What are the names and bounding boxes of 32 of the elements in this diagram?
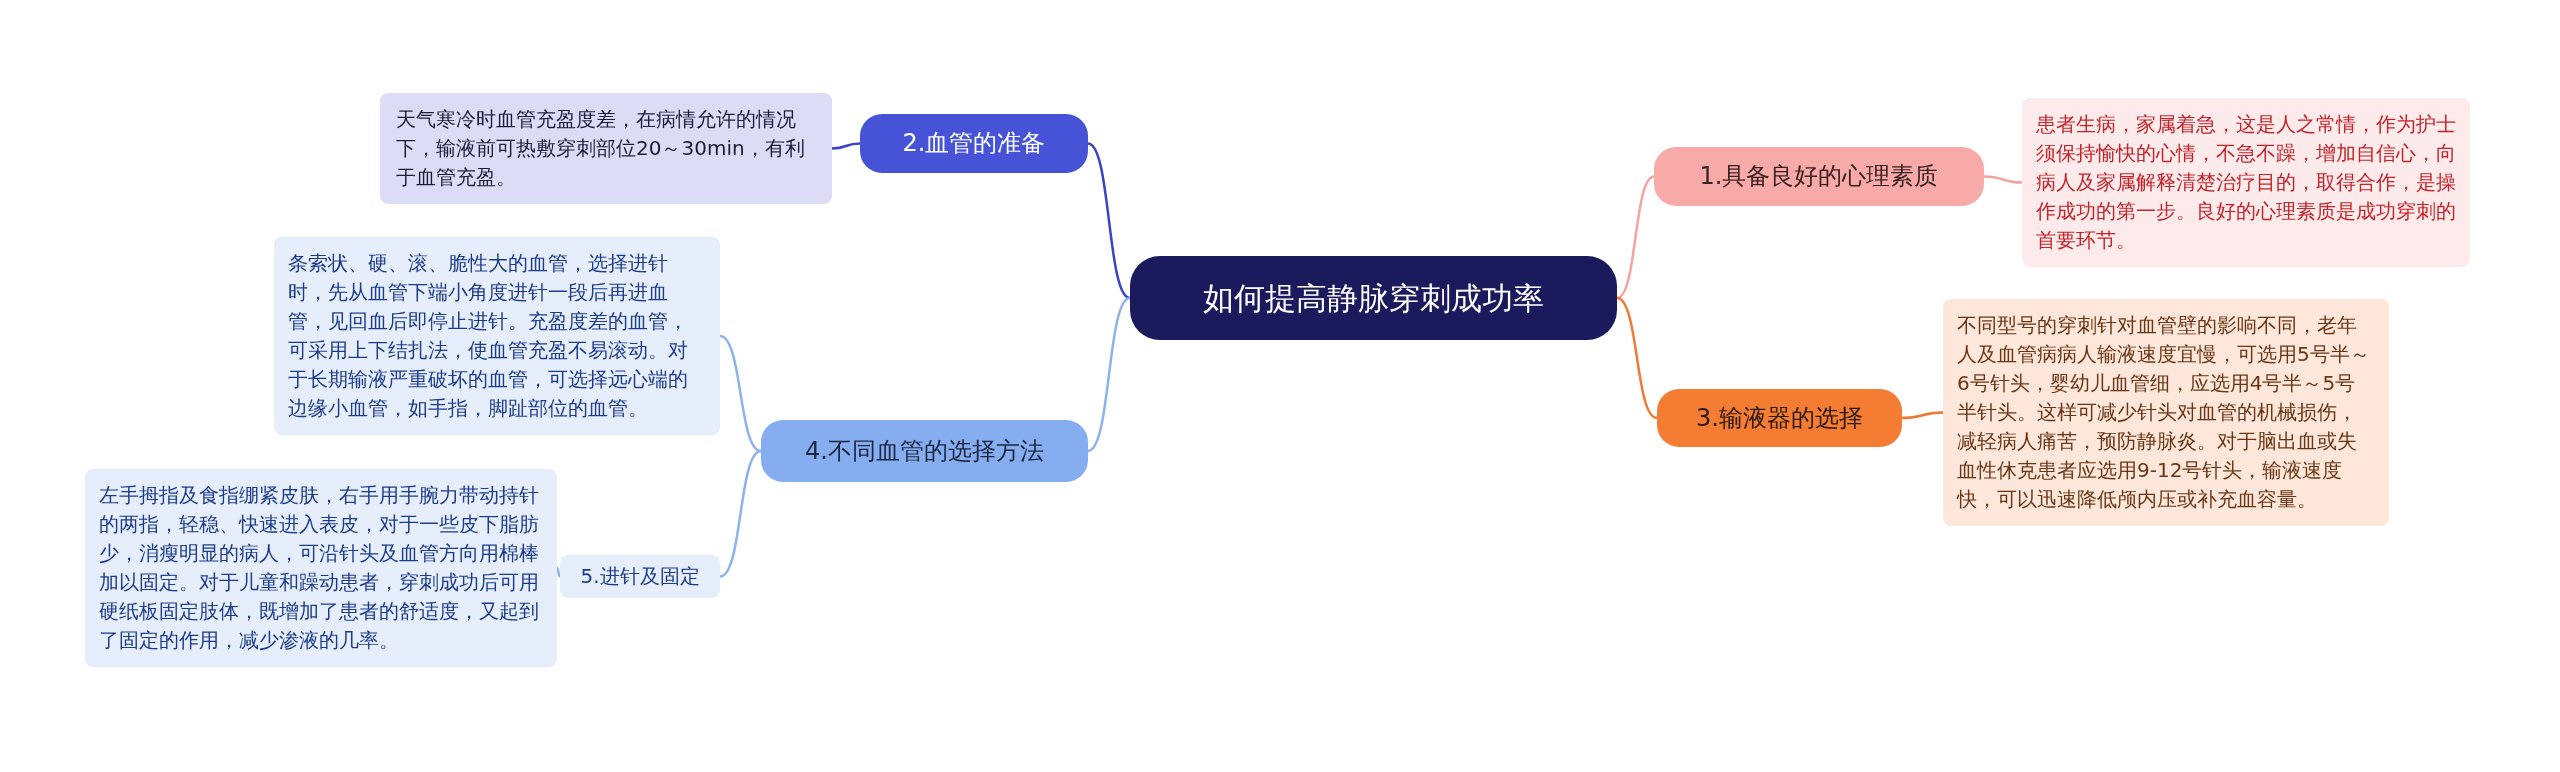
topic-text: 2.血管的准备 <box>902 128 1046 160</box>
note-box <box>2022 98 2470 267</box>
note-text: 患者生病，家属着急，这是人之常情，作为护士须保持愉快的心情，不急不躁，增加自信心，向病人及家属解释清楚治疗目的，取得合作，是操作成功的第一步。良好的心理素质是成功穿刺的首要环节。 <box>2036 111 2456 254</box>
connector-line <box>831 142 861 150</box>
note-box <box>274 237 720 435</box>
connector-line <box>1983 175 2023 184</box>
connector-line <box>719 449 762 578</box>
connector-line <box>1616 175 1655 300</box>
note-box <box>380 93 832 204</box>
topic-text: 5.进针及固定 <box>580 563 700 590</box>
connector-line <box>1616 296 1658 420</box>
note-text: 条索状、硬、滚、脆性大的血管，选择进针时，先从血管下端小角度进针一段后再进血管，见回血后即停止进针。充盈度差的血管，可采用上下结扎法，使血管充盈不易滚动。对于长期输液严重破坏的血管，可选择远心端的边缘小血管，如手指，脚趾部位的血管。 <box>288 250 689 422</box>
central-topic <box>1130 256 1617 340</box>
note-text: 天气寒冷时血管充盈度差，在病情允许的情况下，输液前可热敷穿刺部位20～30min，有利于血管充盈。 <box>396 106 806 191</box>
topic-box <box>1657 389 1902 447</box>
connector-line <box>555 567 562 578</box>
connector-line <box>719 334 762 453</box>
note-box <box>1943 299 2389 526</box>
note-box <box>85 469 557 667</box>
connector-line <box>1901 411 1944 420</box>
topic-text: 3.输液器的选择 <box>1696 402 1863 434</box>
topic-text: 如何提高静脉穿刺成功率 <box>1203 278 1544 318</box>
topic-box <box>761 420 1088 482</box>
subtopic-box <box>560 555 720 598</box>
topic-box <box>1654 147 1984 206</box>
note-text: 不同型号的穿刺针对血管壁的影响不同，老年人及血管病病人输液速度宜慢，可选用5号半～6号针头，婴幼儿血管细，应选用4号半～5号半针头。这样可减少针头对血管的机械损伤，减轻病人痛苦，预防静脉炎。对于脑出血或失血性休克患者应选用9-12号针头，输液速度快，可以迅速降低颅内压或补充血容量。 <box>1957 312 2371 513</box>
topic-text: 4.不同血管的选择方法 <box>805 435 1044 467</box>
connector-line <box>1087 142 1131 300</box>
topic-text: 1.具备良好的心理素质 <box>1699 161 1939 193</box>
connector-line <box>1087 296 1131 453</box>
note-text: 左手拇指及食指绷紧皮肤，右手用手腕力带动持针的两指，轻稳、快速进入表皮，对于一些皮下脂肪少，消瘦明显的病人，可沿针头及血管方向用棉棒加以固定。对于儿童和躁动患者，穿刺成功后可用硬纸板固定肢体，既增加了患者的舒适度，又起到了固定的作用，减少渗液的几率。 <box>99 482 540 654</box>
topic-box <box>860 114 1088 173</box>
